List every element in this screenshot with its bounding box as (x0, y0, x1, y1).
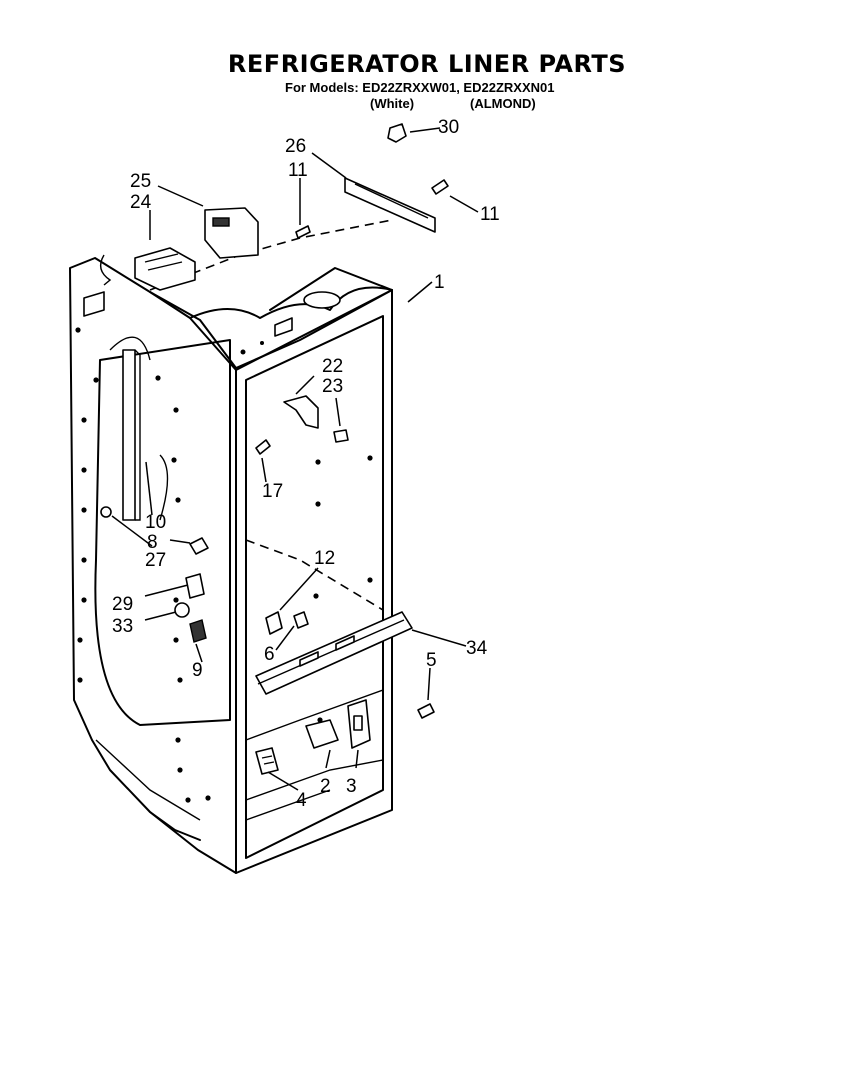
mounting-hole (367, 455, 373, 461)
mounting-hole (185, 797, 191, 803)
mounting-hole (81, 597, 87, 603)
mounting-hole (75, 327, 81, 333)
part-12-clip (265, 611, 283, 635)
mounting-hole (173, 637, 179, 643)
mounting-hole (77, 677, 83, 683)
part-34-shelf-support (255, 611, 413, 695)
mounting-hole (77, 637, 83, 643)
mounting-hole (93, 377, 99, 383)
callout-11-right: 11 (480, 204, 500, 225)
mounting-hole (317, 717, 323, 723)
mounting-hole (177, 677, 183, 683)
part-27-screw (100, 506, 112, 518)
callout-30: 30 (438, 117, 459, 138)
part-4-switch (255, 747, 279, 775)
callout-17: 17 (262, 481, 283, 502)
mounting-hole (315, 501, 321, 507)
mounting-hole (81, 467, 87, 473)
part-26-bracket (344, 177, 436, 233)
mounting-hole (205, 795, 211, 801)
part-30-clip (387, 123, 407, 143)
callout-10: 10 (145, 512, 166, 533)
mounting-hole (81, 417, 87, 423)
callout-4: 4 (296, 790, 307, 811)
part-8-clip (189, 537, 209, 555)
mounting-hole (175, 737, 181, 743)
mounting-hole (175, 497, 181, 503)
part-25-cover (204, 207, 259, 259)
callout-11-left: 11 (288, 160, 308, 181)
part-17-screw (255, 439, 271, 455)
part-3-bracket (347, 699, 371, 749)
callout-1: 1 (434, 272, 445, 293)
callout-24: 24 (130, 192, 152, 213)
callout-34: 34 (466, 638, 488, 659)
callout-8: 8 (147, 532, 158, 553)
part-2-bracket (305, 719, 339, 749)
variant-white: (White) (370, 96, 415, 111)
callout-22: 22 (322, 356, 343, 377)
callout-2: 2 (320, 776, 331, 797)
mounting-hole (315, 459, 321, 465)
part-22-bracket (283, 395, 319, 429)
part-11-screw-left (295, 225, 311, 239)
liner-body (69, 219, 393, 874)
mounting-hole (177, 767, 183, 773)
callout-29: 29 (112, 594, 133, 615)
part-9-socket (189, 619, 207, 643)
mounting-hole (171, 457, 177, 463)
callout-25: 25 (130, 171, 151, 192)
mounting-hole (81, 557, 87, 563)
callout-33: 33 (112, 616, 133, 637)
mounting-hole (173, 597, 179, 603)
diagram-title: REFRIGERATOR LINER PARTS (227, 50, 627, 78)
part-11-screw-right (431, 179, 449, 195)
callout-12: 12 (314, 548, 335, 569)
mounting-hole (173, 407, 179, 413)
part-29-switch (185, 573, 205, 599)
part-33-bulb (174, 602, 190, 618)
mounting-hole (367, 577, 373, 583)
callout-27: 27 (145, 550, 166, 571)
callout-6: 6 (264, 644, 275, 665)
mounting-hole (155, 375, 161, 381)
variant-almond: (ALMOND) (470, 96, 536, 111)
part-5-screw (417, 703, 435, 719)
mounting-hole (81, 507, 87, 513)
callout-9: 9 (192, 660, 203, 681)
part-6-screw (293, 611, 309, 629)
callout-23: 23 (322, 376, 343, 397)
callout-3: 3 (346, 776, 357, 797)
callout-26: 26 (285, 136, 306, 157)
mounting-hole (313, 593, 319, 599)
part-24-housing (134, 247, 196, 291)
leader-lines (111, 127, 479, 791)
models-line: For Models: ED22ZRXXW01, ED22ZRXXN01 (285, 80, 555, 95)
part-23-screw (333, 429, 349, 443)
callout-5: 5 (426, 650, 437, 671)
